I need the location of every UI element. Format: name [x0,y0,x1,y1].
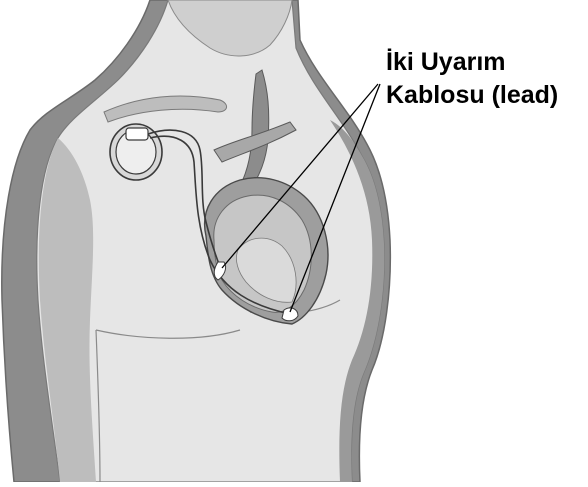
annotation-line-1: İki Uyarım [386,46,558,79]
lead-annotation-label: İki Uyarım Kablosu (lead) [386,46,558,112]
annotation-line-2: Kablosu (lead) [386,79,558,112]
lead-tip-ventricular [282,308,298,321]
